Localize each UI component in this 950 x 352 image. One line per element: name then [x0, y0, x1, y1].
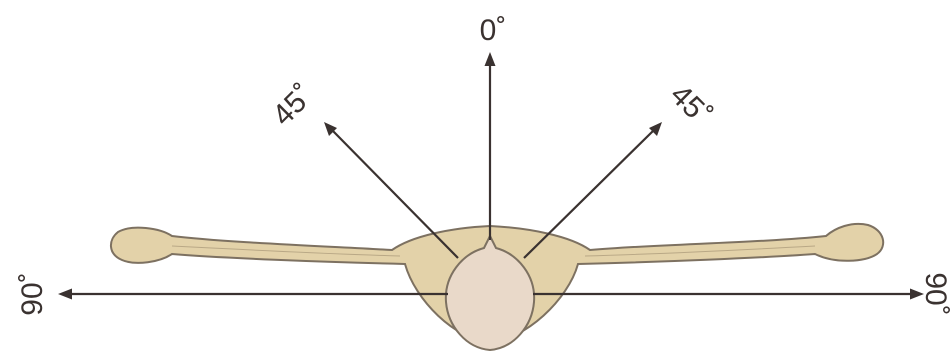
arrow-45-left-line [332, 130, 458, 258]
arrow-90-left-head [58, 289, 72, 300]
label-top-angle: 0˚ [480, 14, 507, 47]
label-right-angle: 90˚ [919, 272, 950, 315]
label-left-angle: 90˚ [16, 272, 49, 315]
arrow-0-head [485, 52, 496, 66]
label-upper-left-angle: 45˚ [266, 78, 320, 132]
label-upper-right-angle: 45˚ [664, 78, 718, 132]
arrow-45-right-line [524, 130, 654, 258]
